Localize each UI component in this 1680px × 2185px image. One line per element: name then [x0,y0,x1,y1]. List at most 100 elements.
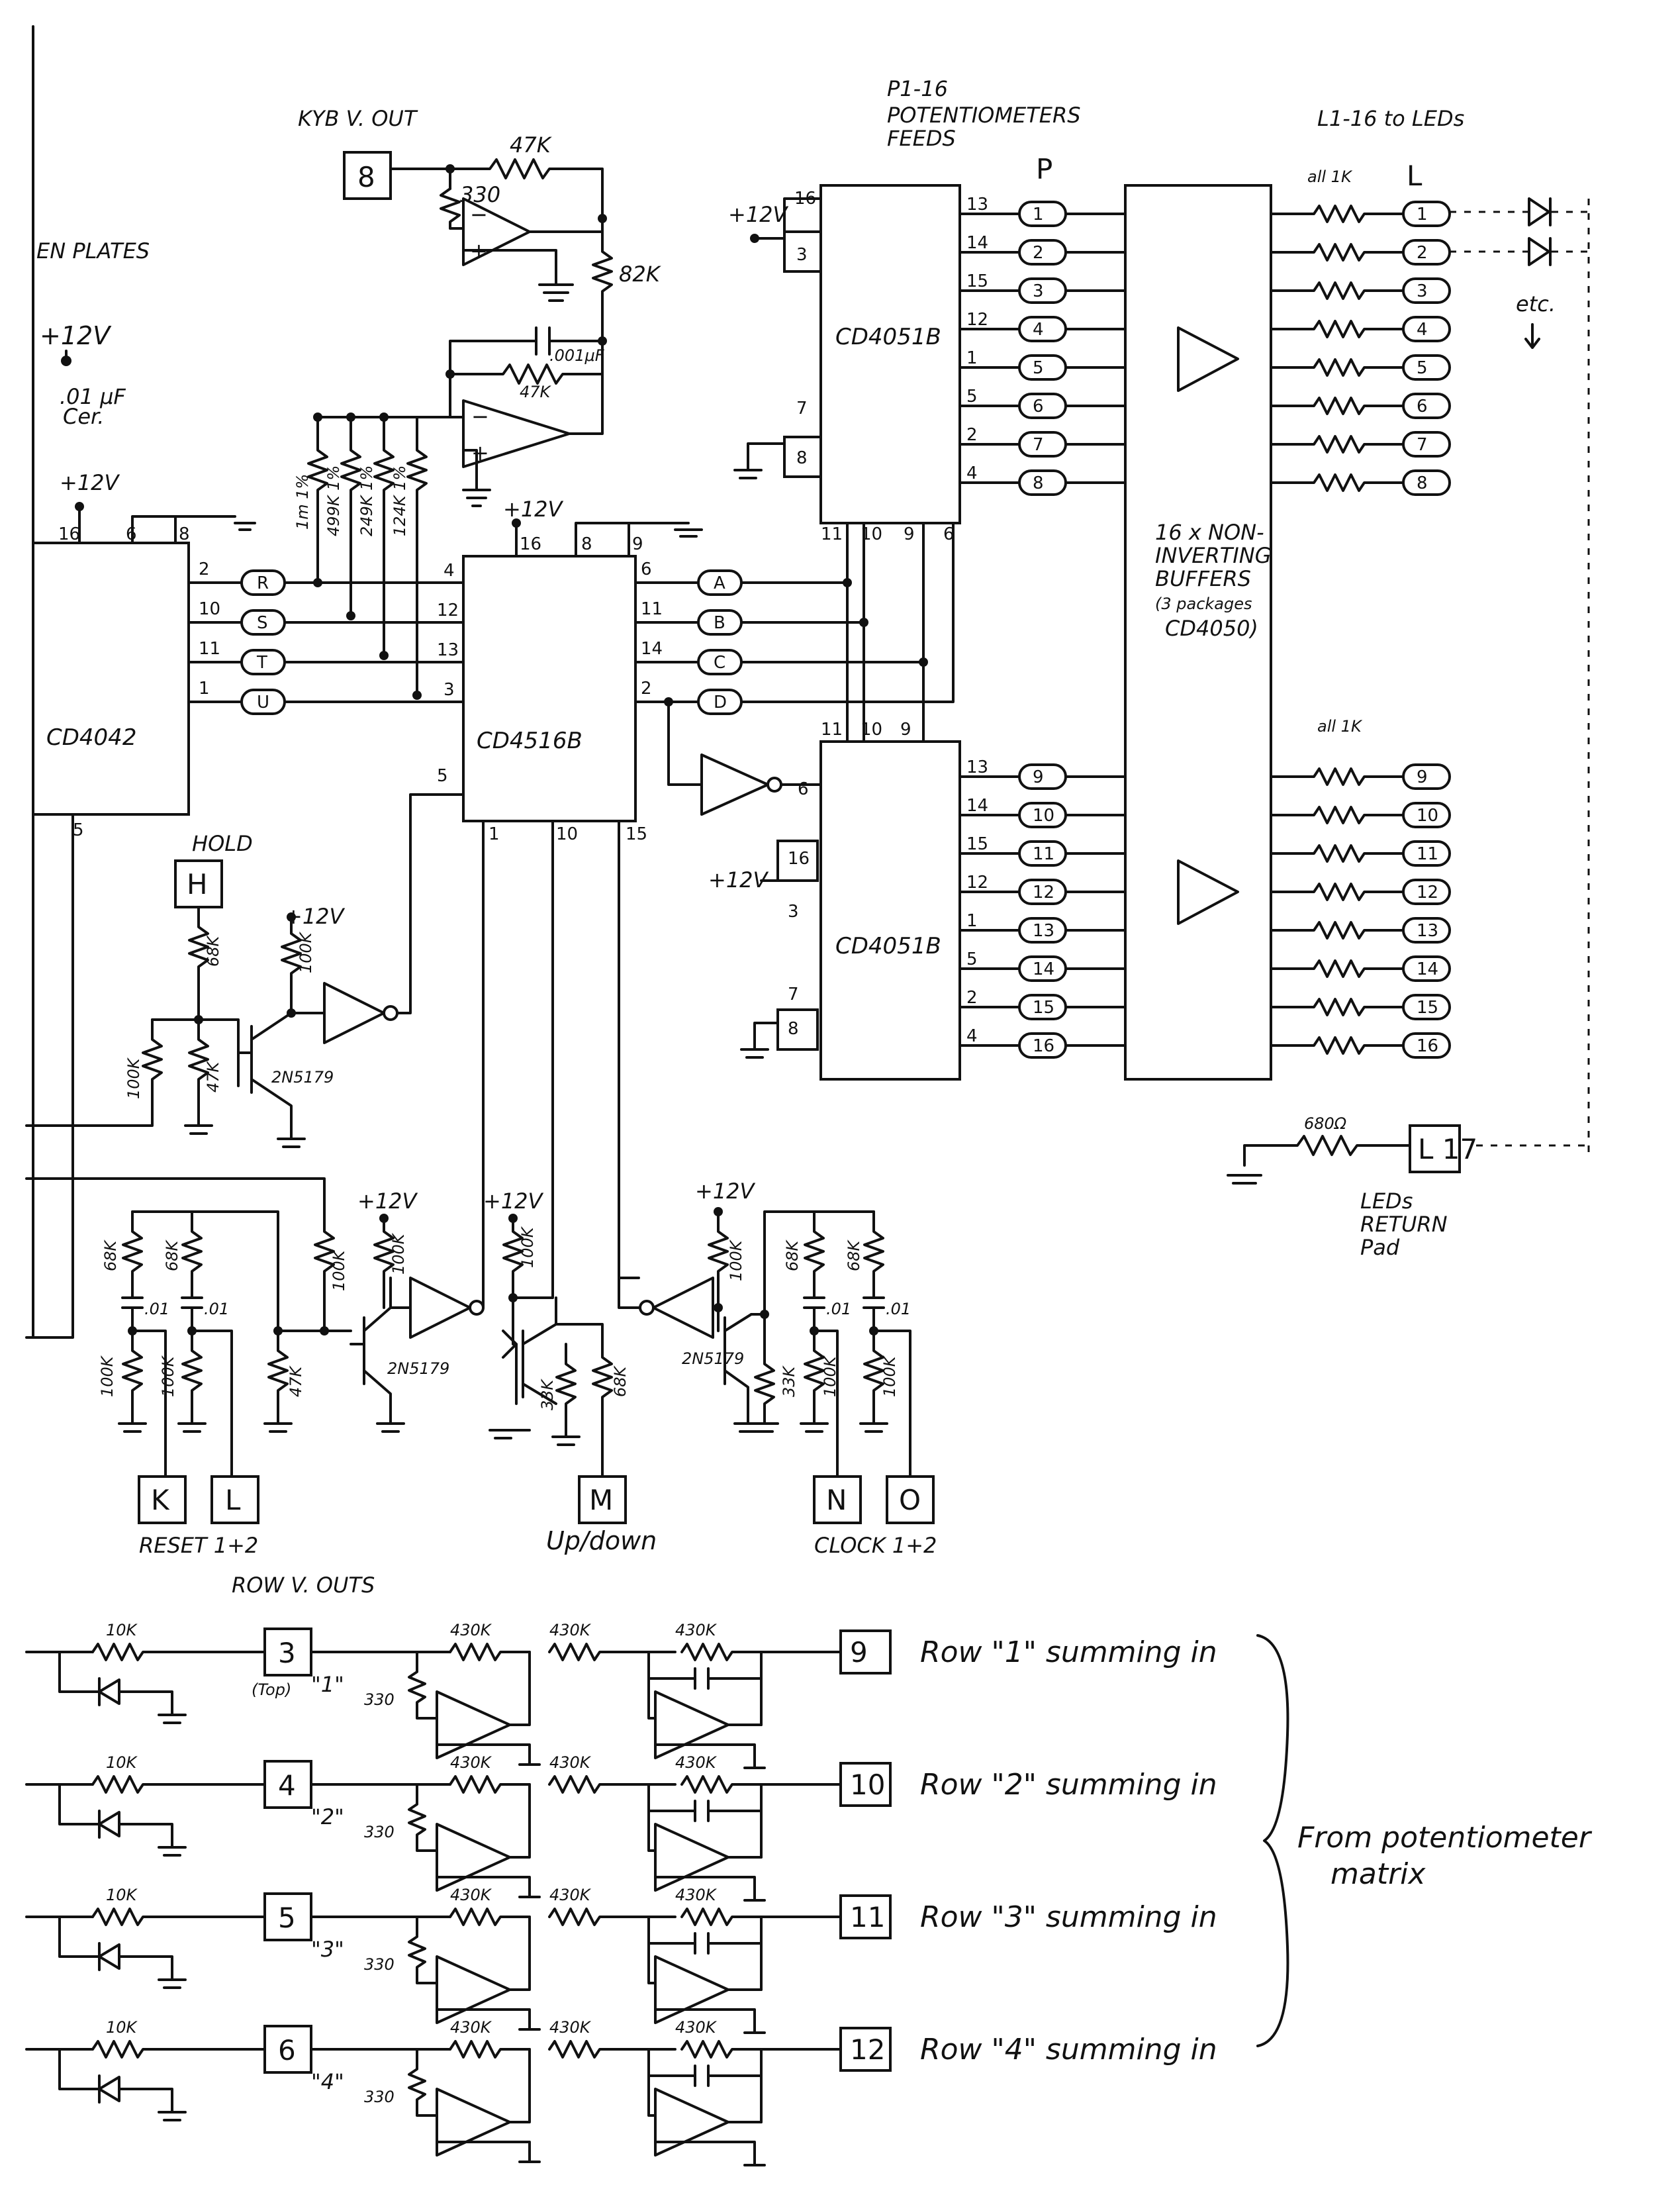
pad-o[interactable] [886,1475,935,1524]
row-3-quote: "3" [311,1937,344,1962]
row-3-pad-label: 5 [278,1902,296,1934]
inverter-clock [652,1277,714,1339]
r-68k-n-label: 68K [783,1239,802,1271]
bus-u [240,689,286,715]
r-100k-reset2-label: 100K [389,1232,408,1275]
led-pad-label-8: 8 [1417,473,1428,493]
ground-sum [462,489,491,507]
pin: 5 [73,820,84,840]
transistor-reset [350,1277,405,1433]
led-pad-label-13: 13 [1417,921,1438,941]
buffers-5: CD4050) [1165,616,1258,641]
led-resistor-1 [1270,205,1405,223]
wire [667,701,703,786]
updown-label: Up/down [546,1526,657,1555]
bus-s [240,609,286,636]
wire [25,1018,163,1127]
node [61,356,71,366]
mux-pin-6: 5 [966,387,978,407]
row-3-r430k-c: 430K [675,1886,718,1904]
wire [184,1018,213,1135]
bus-b [697,609,743,636]
pot-pad-16 [1018,1032,1067,1059]
plus12-label-8: +12V [483,1189,544,1214]
pad-m[interactable] [578,1475,627,1524]
pad-8-label: 8 [357,161,375,193]
pad-n[interactable] [813,1475,862,1524]
pot-pad-label-5: 5 [1033,358,1044,378]
pot-pad-label-1: 1 [1033,205,1044,224]
pot-pad-2 [1018,239,1067,266]
from-pot-1: From potentiometer [1297,1821,1593,1855]
etc-arrow [1524,323,1540,349]
led-resistor-10 [1270,806,1405,824]
led-pad-label-14: 14 [1417,959,1438,979]
wire [373,1217,412,1309]
led-pad-14 [1402,955,1451,982]
pad-l[interactable] [210,1475,259,1524]
resistor-82k [592,217,613,332]
brace [1256,1634,1289,2047]
led-resistor-7 [1270,435,1405,454]
pot-pad-5 [1018,354,1067,381]
pin-block [776,1008,819,1051]
pin-block [783,230,822,273]
bus-b-label: B [714,613,725,633]
led-pad-label-4: 4 [1417,320,1428,340]
chip-cd4516b-label: CD4516B [477,728,583,754]
pin: 7 [796,399,808,418]
wire [813,1330,911,1478]
chip-cd4051b-top-label: CD4051B [835,324,941,350]
resistor-47k-feedback [449,158,604,220]
node [287,1008,296,1018]
plus12-label-7: +12V [357,1189,418,1214]
pot-pad-label-12: 12 [1033,883,1054,902]
mux-pin-3: 15 [966,271,988,291]
mux-pin-9: 13 [966,757,988,777]
row-2-opamp-b-wire [654,1783,842,1902]
pad-h[interactable] [174,859,223,908]
cd4051-bot-gnd [740,1022,779,1059]
pin: 9 [904,524,915,544]
inverter-bubble [639,1300,655,1316]
r-47k-reset-label: 47K [287,1365,305,1397]
row-1-text: Row "1" summing in [920,1635,1217,1669]
wire [555,1323,613,1478]
r-47k2-label: 47K [520,383,552,401]
row-1-pad-label: 3 [278,1637,296,1669]
pin: 15 [626,824,647,844]
row-3-diode [58,1916,187,1989]
led-pad-7 [1402,431,1451,458]
pad-8[interactable] [343,151,392,200]
row-2-r430k-a: 430K [450,1753,492,1772]
node [445,164,455,173]
row-2-opamp-a [436,1823,511,1892]
plus12-label-3: +12V [503,497,564,522]
led-pad-11 [1402,840,1451,867]
wire [177,1330,207,1433]
pot-pad-3 [1018,277,1067,304]
pin: 10 [556,824,578,844]
r-100k-ud-label: 100K [518,1226,537,1268]
node [75,502,84,511]
chip-cd4051b-top [819,184,961,524]
pad-l17-label: L 17 [1418,1133,1477,1165]
pot-pad-label-7: 7 [1033,435,1044,455]
pad-k[interactable] [138,1475,187,1524]
pad-l17[interactable] [1409,1124,1461,1173]
bus-abcd [634,522,955,743]
cer-label: Cer. [63,404,104,429]
cd4051-top-gnd [733,442,786,479]
transistor-clock [717,1306,766,1433]
q-clock-label: 2N5179 [682,1349,744,1368]
node [273,1326,283,1335]
pin: 16 [58,524,80,544]
row-1-out-label: 9 [850,1636,868,1669]
bus-r [240,569,286,596]
led-pad-16 [1402,1032,1451,1059]
led-pad-label-11: 11 [1417,844,1438,864]
row-3-opamp-a [436,1955,511,2024]
pot-pad-label-9: 9 [1033,767,1044,787]
